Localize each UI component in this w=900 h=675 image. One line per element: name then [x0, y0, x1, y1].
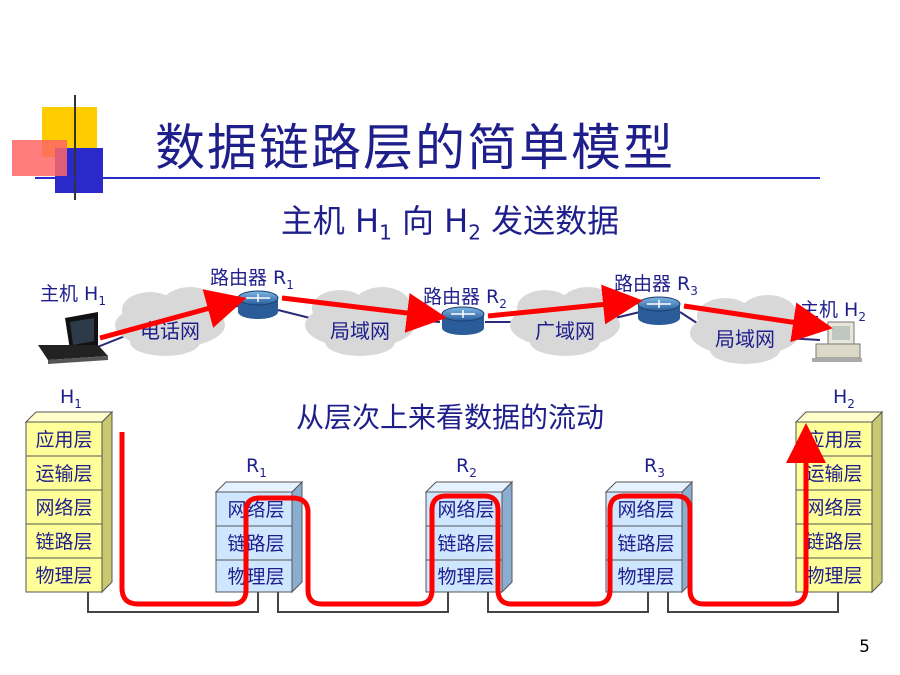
slide-subtitle: 主机 H1 向 H2 发送数据: [0, 196, 900, 244]
subtitle-h1-sub: 1: [379, 220, 392, 245]
stack-r2-label-sub: 2: [469, 466, 477, 480]
h2-layer-network: 网络层: [805, 497, 862, 519]
decorative-logo: [12, 95, 820, 200]
r3-layer-physical: 物理层: [617, 566, 674, 588]
layer-flow-path: [119, 423, 826, 607]
h2-layer-physical: 物理层: [805, 565, 862, 587]
stack-r2-label-text: R: [456, 455, 469, 477]
router-2-icon: [441, 306, 485, 335]
stack-h2-label-sub: 2: [847, 397, 855, 411]
h2-layer-transport: 运输层: [805, 463, 862, 485]
subtitle-h2-sub: 2: [468, 220, 481, 245]
r2-layer-physical: 物理层: [437, 566, 494, 588]
h1-layer-transport: 运输层: [35, 463, 92, 485]
host1-label-text: 主机 H: [40, 283, 98, 305]
flow-caption: 从层次上来看数据的流动: [295, 401, 604, 434]
stack-r3-label-text: R: [644, 455, 657, 477]
router-1-label: 路由器 R1: [210, 267, 294, 292]
subtitle-prefix: 主机 H: [280, 202, 380, 240]
stack-r1-label: R1: [246, 455, 267, 480]
h1-layer-network: 网络层: [35, 497, 92, 519]
router-2-label: 路由器 R2: [423, 286, 507, 311]
stack-r2: 网络层 链路层 物理层: [424, 480, 514, 594]
stack-r1-label-sub: 1: [259, 466, 267, 480]
h2-layer-link: 链路层: [805, 531, 862, 553]
router-2-label-text: 路由器 R: [423, 286, 499, 308]
laptop-icon: [38, 312, 108, 364]
stack-h2-label: H2: [833, 386, 855, 411]
stack-h1-label-text: H: [60, 386, 74, 408]
cloud-lan-2: 局域网: [690, 295, 800, 364]
slide-title: 数据链路层的简单模型: [155, 119, 675, 177]
r1-layer-network: 网络层: [227, 499, 284, 521]
router-1-label-text: 路由器 R: [210, 267, 286, 289]
h2-layer-application: 应用层: [805, 429, 862, 451]
host1-label: 主机 H1: [40, 283, 106, 308]
host2-label-text: 主机 H: [800, 299, 858, 321]
h1-layer-application: 应用层: [35, 429, 92, 451]
cloud-label-wan: 广域网: [535, 319, 595, 343]
network-flow-arrows: [99, 284, 833, 343]
router-1-label-sub: 1: [286, 278, 294, 292]
r1-layer-link: 链路层: [227, 533, 284, 555]
host2-label-sub: 2: [858, 310, 866, 324]
stack-r3-label-sub: 3: [657, 466, 665, 480]
router-3-icon: [637, 296, 681, 325]
router-2-label-sub: 2: [499, 297, 507, 311]
cloud-lan-1: 局域网: [305, 287, 415, 356]
r3-layer-network: 网络层: [617, 499, 674, 521]
subtitle-middle: 向 H: [391, 202, 469, 240]
stack-r1-label-text: R: [246, 455, 259, 477]
stack-h2: 应用层 运输层 网络层 链路层 物理层: [794, 410, 884, 594]
router-3-label-text: 路由器 R: [614, 273, 690, 295]
host2-label: 主机 H2: [800, 299, 866, 324]
stack-r2-label: R2: [456, 455, 477, 480]
stack-r3-label: R3: [644, 455, 665, 480]
subtitle-suffix: 发送数据: [480, 202, 620, 240]
r3-layer-link: 链路层: [617, 533, 674, 555]
stack-h1-label-sub: 1: [74, 397, 82, 411]
router-3-label: 路由器 R3: [614, 273, 698, 298]
r2-layer-network: 网络层: [437, 499, 494, 521]
desktop-icon: [812, 321, 862, 362]
h1-layer-link: 链路层: [35, 531, 92, 553]
stack-h2-label-text: H: [833, 386, 847, 408]
cloud-label-lan-2: 局域网: [715, 327, 775, 351]
cloud-label-lan-1: 局域网: [330, 319, 390, 343]
r2-layer-link: 链路层: [437, 533, 494, 555]
stack-wires: [87, 590, 839, 613]
r1-layer-physical: 物理层: [227, 566, 284, 588]
cloud-wan: 广域网: [510, 287, 620, 356]
host1-label-sub: 1: [98, 294, 106, 308]
router-3-label-sub: 3: [690, 284, 698, 298]
page-number: 5: [859, 637, 870, 657]
stack-h1: 应用层 运输层 网络层 链路层 物理层: [24, 410, 114, 594]
stack-h1-label: H1: [60, 386, 82, 411]
h1-layer-physical: 物理层: [35, 565, 92, 587]
stack-r1: 网络层 链路层 物理层: [214, 480, 304, 594]
router-1-icon: [237, 290, 279, 319]
